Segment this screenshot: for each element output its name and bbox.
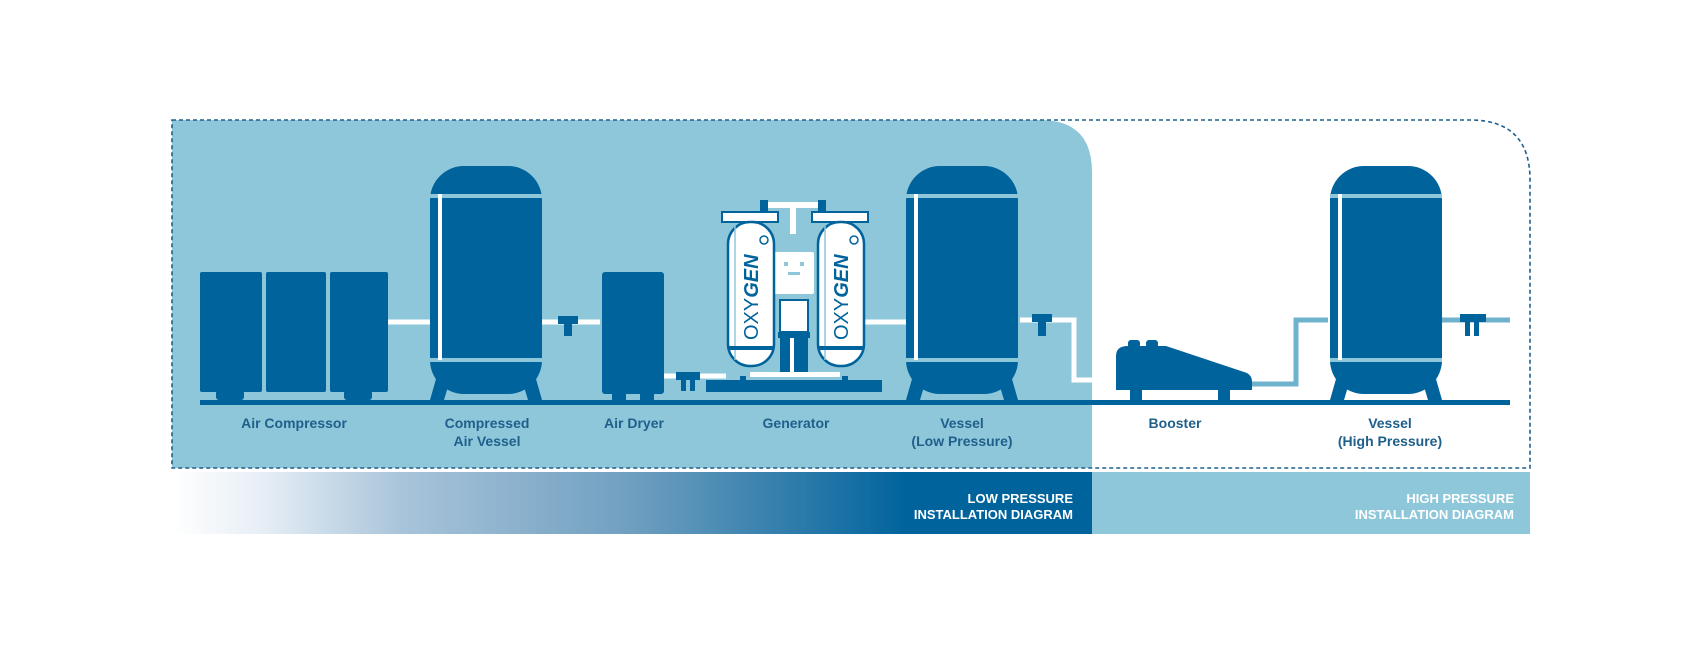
label-generator: Generator	[763, 415, 830, 431]
component-labels: Air Compressor Compressed Air Vessel Air…	[241, 415, 1442, 449]
oxygen-generator-icon: OXYGEN OXYGEN	[706, 200, 882, 392]
brand-text-right: OXYGEN	[831, 254, 853, 340]
low-pressure-band	[172, 472, 1092, 534]
high-pressure-band-title: HIGH PRESSURE	[1406, 491, 1514, 506]
compressed-air-vessel-icon	[430, 166, 542, 400]
label-high-pressure-vessel: Vessel	[1368, 415, 1412, 431]
low-pressure-vessel-icon	[906, 166, 1018, 400]
ground-line	[200, 400, 1510, 405]
label-high-pressure-vessel-line2: (High Pressure)	[1338, 433, 1442, 449]
label-low-pressure-vessel: Vessel	[940, 415, 984, 431]
high-pressure-band	[1092, 472, 1530, 534]
label-compressed-air-vessel-line2: Air Vessel	[454, 433, 521, 449]
booster-icon	[1116, 340, 1252, 400]
valve-icon	[676, 372, 700, 391]
low-pressure-band-title: LOW PRESSURE	[968, 491, 1074, 506]
label-low-pressure-vessel-line2: (Low Pressure)	[911, 433, 1012, 449]
label-compressed-air-vessel: Compressed	[445, 415, 530, 431]
air-compressor-icon	[200, 272, 388, 400]
installation-boundary	[171, 119, 1531, 469]
air-dryer-icon	[602, 272, 664, 400]
low-pressure-band-subtitle: INSTALLATION DIAGRAM	[914, 507, 1073, 522]
valve-icon	[1032, 314, 1052, 336]
high-pressure-band-subtitle: INSTALLATION DIAGRAM	[1355, 507, 1514, 522]
brand-text-left: OXYGEN	[741, 254, 763, 340]
valve-icon	[558, 316, 578, 336]
label-booster: Booster	[1149, 415, 1202, 431]
label-air-compressor: Air Compressor	[241, 415, 347, 431]
label-air-dryer: Air Dryer	[604, 415, 664, 431]
valve-icon	[1460, 314, 1486, 336]
high-pressure-vessel-icon	[1330, 166, 1442, 400]
